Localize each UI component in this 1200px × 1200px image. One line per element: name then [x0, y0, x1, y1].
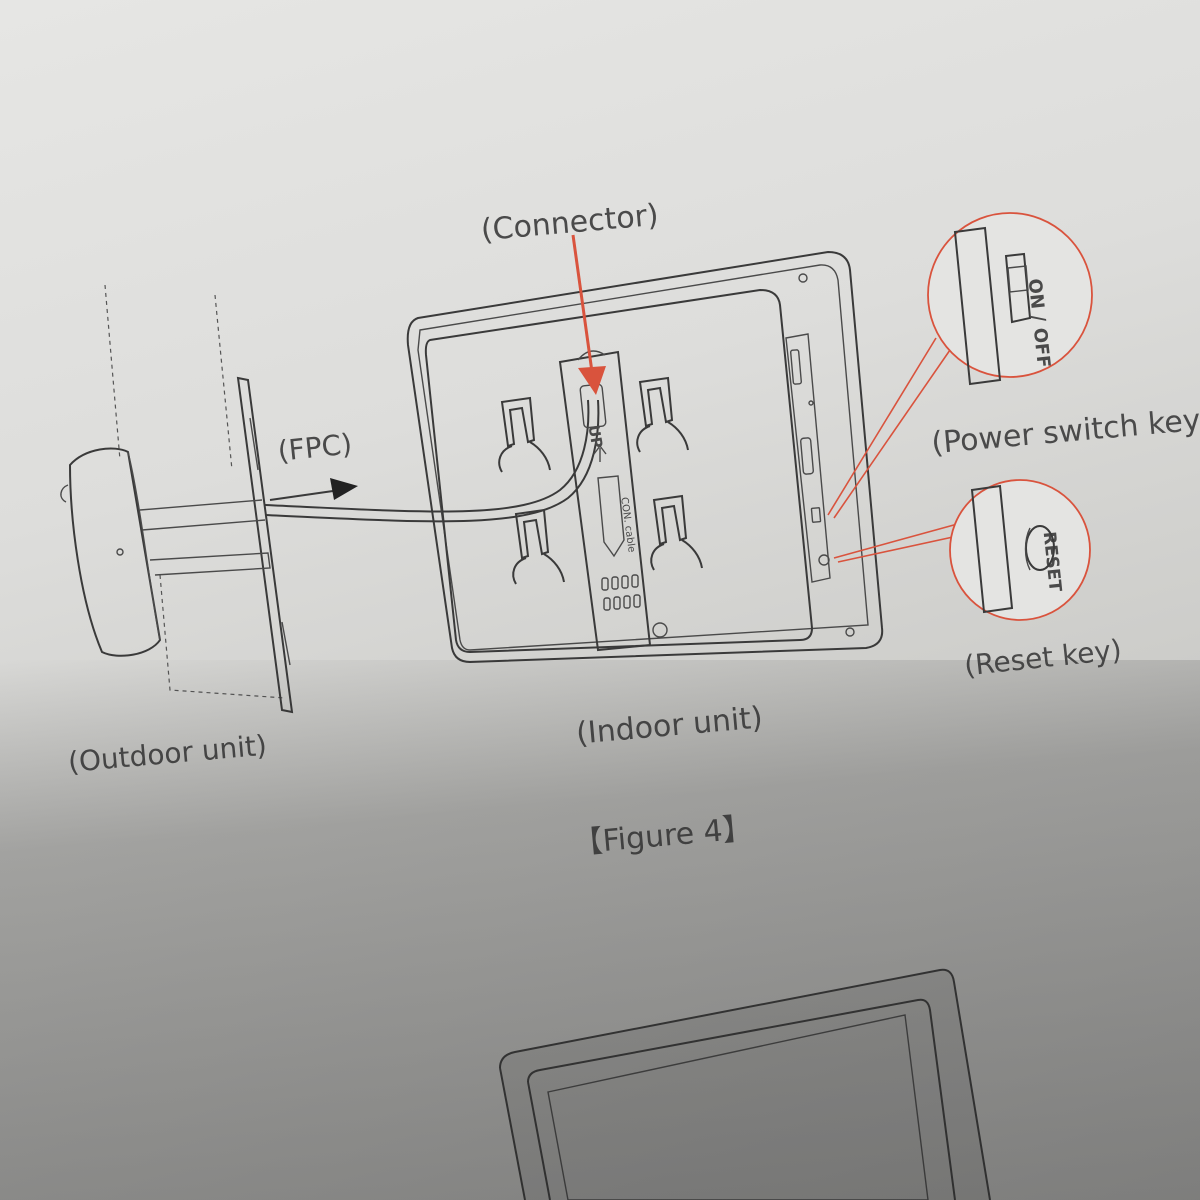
camera-lens-icon	[60, 484, 69, 503]
outdoor-unit	[60, 284, 294, 714]
indoor-unit-label: (Indoor unit)	[575, 700, 764, 751]
device-frame-outer	[499, 968, 991, 1200]
device-frame-inner	[527, 998, 956, 1200]
reset-button-edge	[1024, 527, 1031, 571]
reset-callout-line-1	[833, 519, 973, 559]
connector-label: (Connector)	[479, 198, 660, 248]
connector-arrow-head	[578, 366, 606, 395]
next-figure-device	[499, 968, 991, 1200]
device-frame-left	[499, 1067, 526, 1200]
reset-key-label: (Reset key)	[963, 633, 1124, 682]
connector-port	[579, 383, 607, 429]
power-callout-line-1	[827, 337, 937, 516]
reset-zoom-panel	[970, 484, 1014, 614]
indoor-back-panel	[424, 288, 814, 654]
vent-grille	[601, 574, 641, 611]
reset-key-zoom: RESET	[949, 479, 1091, 621]
device-screen	[547, 1014, 929, 1200]
power-slider	[1004, 252, 1032, 324]
device-frame-fill	[500, 969, 990, 1200]
fpc-label: (FPC)	[276, 427, 353, 468]
indoor-unit: UP CON. cable	[406, 250, 884, 664]
connector-arrow-shaft	[571, 234, 594, 373]
up-marking: UP	[584, 424, 606, 450]
door-edge-right	[214, 294, 233, 471]
outdoor-spindle	[139, 499, 266, 531]
center-strip	[558, 350, 652, 652]
fpc-cable-line	[264, 399, 590, 513]
cable-tag	[597, 475, 625, 558]
screw-center	[652, 622, 668, 638]
fpc-arrow-shaft	[269, 489, 341, 501]
mounting-hook-top-left	[498, 396, 551, 473]
outdoor-bracket	[149, 552, 271, 576]
mounting-hook-top-right	[636, 376, 689, 453]
fpc-arrow-head	[330, 478, 358, 500]
plate-tab-bottom	[281, 621, 291, 666]
device-frame-inner-left	[527, 1081, 551, 1200]
mounting-hook-bottom-left	[512, 508, 565, 585]
door-edge-left	[104, 284, 121, 461]
screw-top-right	[798, 273, 808, 283]
reset-zoom-circle	[949, 479, 1091, 621]
camera-body-edge	[127, 451, 161, 641]
camera-body	[68, 447, 162, 657]
power-callout-line-2	[833, 349, 951, 519]
outdoor-unit-label: (Outdoor unit)	[67, 729, 268, 779]
up-arrow-icon	[593, 444, 607, 462]
screw-bottom-right	[845, 627, 855, 637]
power-switch-zoom: ON / OFF	[927, 212, 1093, 386]
door-edge-bottom	[159, 574, 286, 699]
power-switch-label: (Power switch key	[930, 403, 1200, 461]
connector-notch	[577, 350, 606, 361]
camera-indicator-dot	[116, 548, 124, 556]
figure-caption: 【Figure 4】	[571, 811, 754, 862]
plate-tab-top	[249, 417, 259, 471]
power-slider-knob	[1007, 265, 1029, 293]
fpc-cable-line-2	[264, 399, 600, 523]
indoor-shell-outer	[406, 250, 884, 664]
fpc-cable	[264, 399, 600, 523]
mounting-hook-bottom-right	[650, 494, 703, 571]
indoor-shell-inner	[417, 264, 869, 651]
side-port-panel	[785, 333, 831, 583]
power-zoom-panel	[953, 226, 1002, 386]
door-plate	[236, 376, 294, 714]
